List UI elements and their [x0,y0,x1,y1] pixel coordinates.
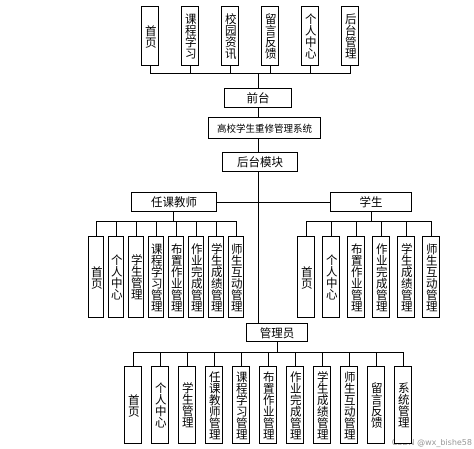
front-box: 前台 [224,88,292,108]
admin-module-box: 师生互动管理 [340,366,358,444]
teacher-module-connector [216,221,217,236]
admin-module-connector [376,352,377,366]
admin-module-connector [268,352,269,366]
teacher-module-box: 首页 [88,236,104,318]
admin-module-connector [322,352,323,366]
student-module-box: 师生互动管理 [422,236,440,318]
backend-box: 后台模块 [222,152,298,172]
front-bus-line [150,73,351,74]
teacher-module-connector [156,221,157,236]
front-module-connector [230,66,231,73]
student-role-box: 学生 [330,192,412,212]
student-stem-line [371,212,372,221]
role-bus-line [217,202,330,203]
teacher-bus-line [96,221,237,222]
admin-module-box: 首页 [124,366,142,444]
admin-module-box: 任课教师管理 [205,366,223,444]
admin-module-connector [241,352,242,366]
student-module-connector [381,221,382,236]
front-module-box: 首页 [141,6,159,66]
teacher-module-connector [236,221,237,236]
student-module-connector [331,221,332,236]
student-module-box: 个人中心 [322,236,340,318]
teacher-module-box: 课程学习管理 [148,236,164,318]
student-bus-line [306,221,432,222]
admin-module-box: 个人中心 [151,366,169,444]
admin-module-box: 留言反馈 [367,366,385,444]
system-title-box: 高校学生重修管理系统 [208,117,321,139]
student-module-connector [431,221,432,236]
front-module-box: 校园资讯 [221,6,239,66]
front-module-connector [310,66,311,73]
admin-module-box: 学生管理 [178,366,196,444]
teacher-module-connector [176,221,177,236]
front-module-connector [190,66,191,73]
admin-module-connector [295,352,296,366]
teacher-module-box: 学生成绩管理 [208,236,224,318]
teacher-module-box: 作业完成管理 [188,236,204,318]
backend-trunk-line [258,172,259,323]
admin-module-connector [214,352,215,366]
teacher-module-box: 师生互动管理 [228,236,244,318]
admin-module-connector [403,352,404,366]
admin-module-connector [349,352,350,366]
teacher-module-connector [116,221,117,236]
front-module-box: 后台管理 [341,6,359,66]
teacher-role-box: 任课教师 [131,192,217,212]
front-module-box: 留言反馈 [261,6,279,66]
teacher-module-connector [96,221,97,236]
teacher-module-box: 个人中心 [108,236,124,318]
system-to-backend-line [258,139,259,152]
front-module-connector [270,66,271,73]
admin-module-connector [133,352,134,366]
front-module-box: 个人中心 [301,6,319,66]
teacher-stem-line [173,212,174,221]
watermark: CSDN @wx_bishe58 [391,438,472,447]
admin-module-box: 作业完成管理 [286,366,304,444]
admin-role-box: 管理员 [246,323,308,342]
teacher-module-connector [136,221,137,236]
admin-module-box: 系统管理 [394,366,412,444]
student-module-connector [406,221,407,236]
admin-module-box: 布置作业管理 [259,366,277,444]
teacher-module-connector [196,221,197,236]
front-to-system-line [258,108,259,117]
front-module-connector [150,66,151,73]
admin-stem-line [277,342,278,352]
student-module-connector [306,221,307,236]
teacher-module-box: 学生管理 [128,236,144,318]
front-module-box: 课程学习 [181,6,199,66]
student-module-connector [356,221,357,236]
student-module-box: 首页 [297,236,315,318]
admin-module-connector [187,352,188,366]
admin-module-box: 学生成绩管理 [313,366,331,444]
front-stem-line [258,73,259,88]
student-module-box: 学生成绩管理 [397,236,415,318]
front-module-connector [350,66,351,73]
teacher-module-box: 布置作业管理 [168,236,184,318]
student-module-box: 布置作业管理 [347,236,365,318]
admin-module-connector [160,352,161,366]
admin-module-box: 课程学习管理 [232,366,250,444]
student-module-box: 作业完成管理 [372,236,390,318]
